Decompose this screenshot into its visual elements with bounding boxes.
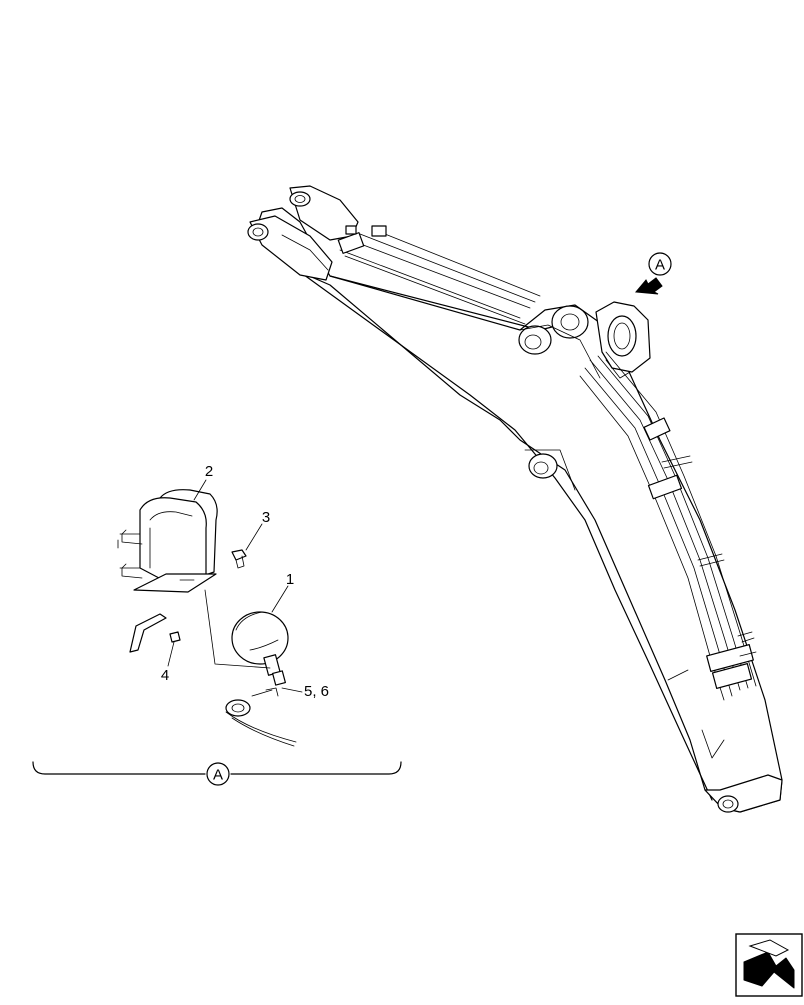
detail-marker-label: A [213, 767, 223, 784]
arm-middle-boss [524, 449, 576, 491]
arm-lower-edge [299, 271, 713, 801]
work-lamp-part-1 [231, 611, 289, 686]
callout-5-6: 5, 6 [304, 683, 329, 700]
boom-pivot-boss [518, 305, 601, 379]
detail-a-view: 2 3 1 4 5, 6 A [32, 463, 402, 786]
arm-body [254, 207, 783, 813]
foot-pin-boss [247, 185, 359, 281]
view-arrow-a: A [635, 252, 672, 295]
l-bracket [129, 613, 167, 653]
callout-4: 4 [161, 667, 169, 684]
view-arrow-icon [635, 277, 663, 295]
nut-part-4 [169, 631, 181, 643]
excavator-arm [247, 185, 783, 813]
next-page-arrow-icon[interactable] [735, 933, 803, 997]
callout-3: 3 [262, 509, 270, 526]
lamp-guard-part-2 [117, 489, 218, 593]
callout-leaders [167, 479, 303, 693]
callout-2: 2 [205, 463, 213, 480]
mount-leader [204, 589, 271, 669]
cable-connector [225, 687, 297, 747]
bucket-pin-boss [667, 669, 783, 813]
line-clamps [643, 417, 757, 689]
detail-a-bracket: A [32, 761, 402, 786]
callout-1: 1 [286, 571, 294, 588]
view-marker-label: A [655, 257, 665, 274]
bolt-part-3 [231, 549, 247, 569]
arm-lamp-guard [595, 301, 651, 379]
hydraulic-lines-upper [337, 225, 541, 325]
